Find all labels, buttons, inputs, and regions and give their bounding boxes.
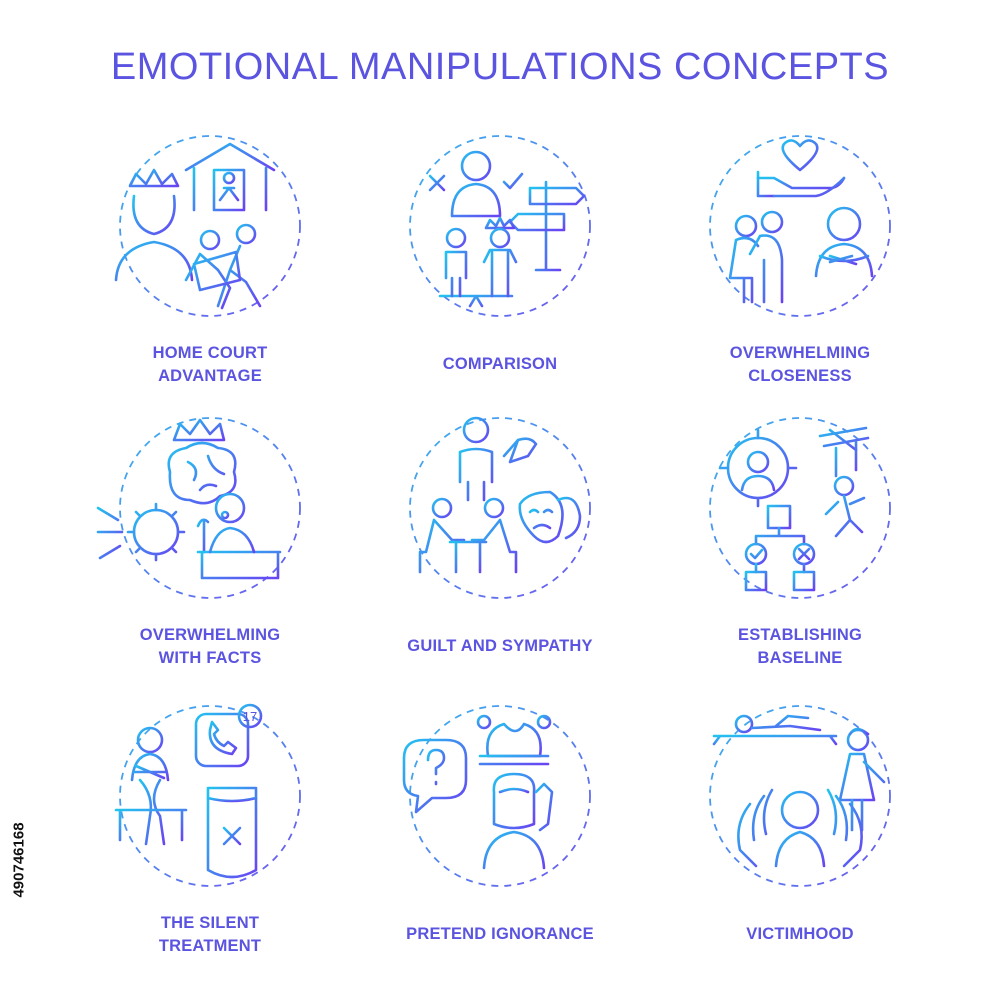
comparison-icon [409,135,591,317]
concept-overwhelming-with-facts: OVERWHELMING WITH FACTS [90,412,330,682]
pretend-ignorance-icon [402,705,591,887]
home-court-icon [114,135,301,317]
concept-label: THE SILENT TREATMENT [158,914,262,955]
concept-label: HOME COURT ADVANTAGE [152,344,268,385]
silent-treatment-icon: 17 [114,703,301,887]
guilt-icon [409,416,591,599]
stock-image-id: 490746168 [10,822,28,898]
notification-count: 17 [243,709,257,724]
concept-home-court-advantage: HOME COURT ADVANTAGE [90,130,330,400]
concept-label: OVERWHELMING CLOSENESS [729,344,871,385]
concept-label: COMPARISON [442,355,558,373]
page-title: EMOTIONAL MANIPULATIONS CONCEPTS [110,46,890,88]
concept-the-silent-treatment: 17 THE SILENT TREATMENT [90,700,330,970]
concept-comparison: COMPARISON [380,130,620,400]
concept-label: GUILT AND SYMPATHY [407,637,593,655]
concept-pretend-ignorance: PRETEND IGNORANCE [380,700,620,970]
concept-victimhood: VICTIMHOOD [680,700,920,970]
concept-label: PRETEND IGNORANCE [406,925,594,943]
concept-guilt-and-sympathy: GUILT AND SYMPATHY [380,412,620,682]
concept-label: ESTABLISHING BASELINE [737,626,862,667]
baseline-icon [709,417,891,599]
closeness-icon [709,135,891,317]
victimhood-icon [709,705,891,887]
concept-overwhelming-closeness: OVERWHELMING CLOSENESS [680,130,920,400]
concept-establishing-baseline: ESTABLISHING BASELINE [680,412,920,682]
concept-label: VICTIMHOOD [746,925,854,943]
concept-label: OVERWHELMING WITH FACTS [139,626,281,667]
facts-icon [96,417,301,599]
